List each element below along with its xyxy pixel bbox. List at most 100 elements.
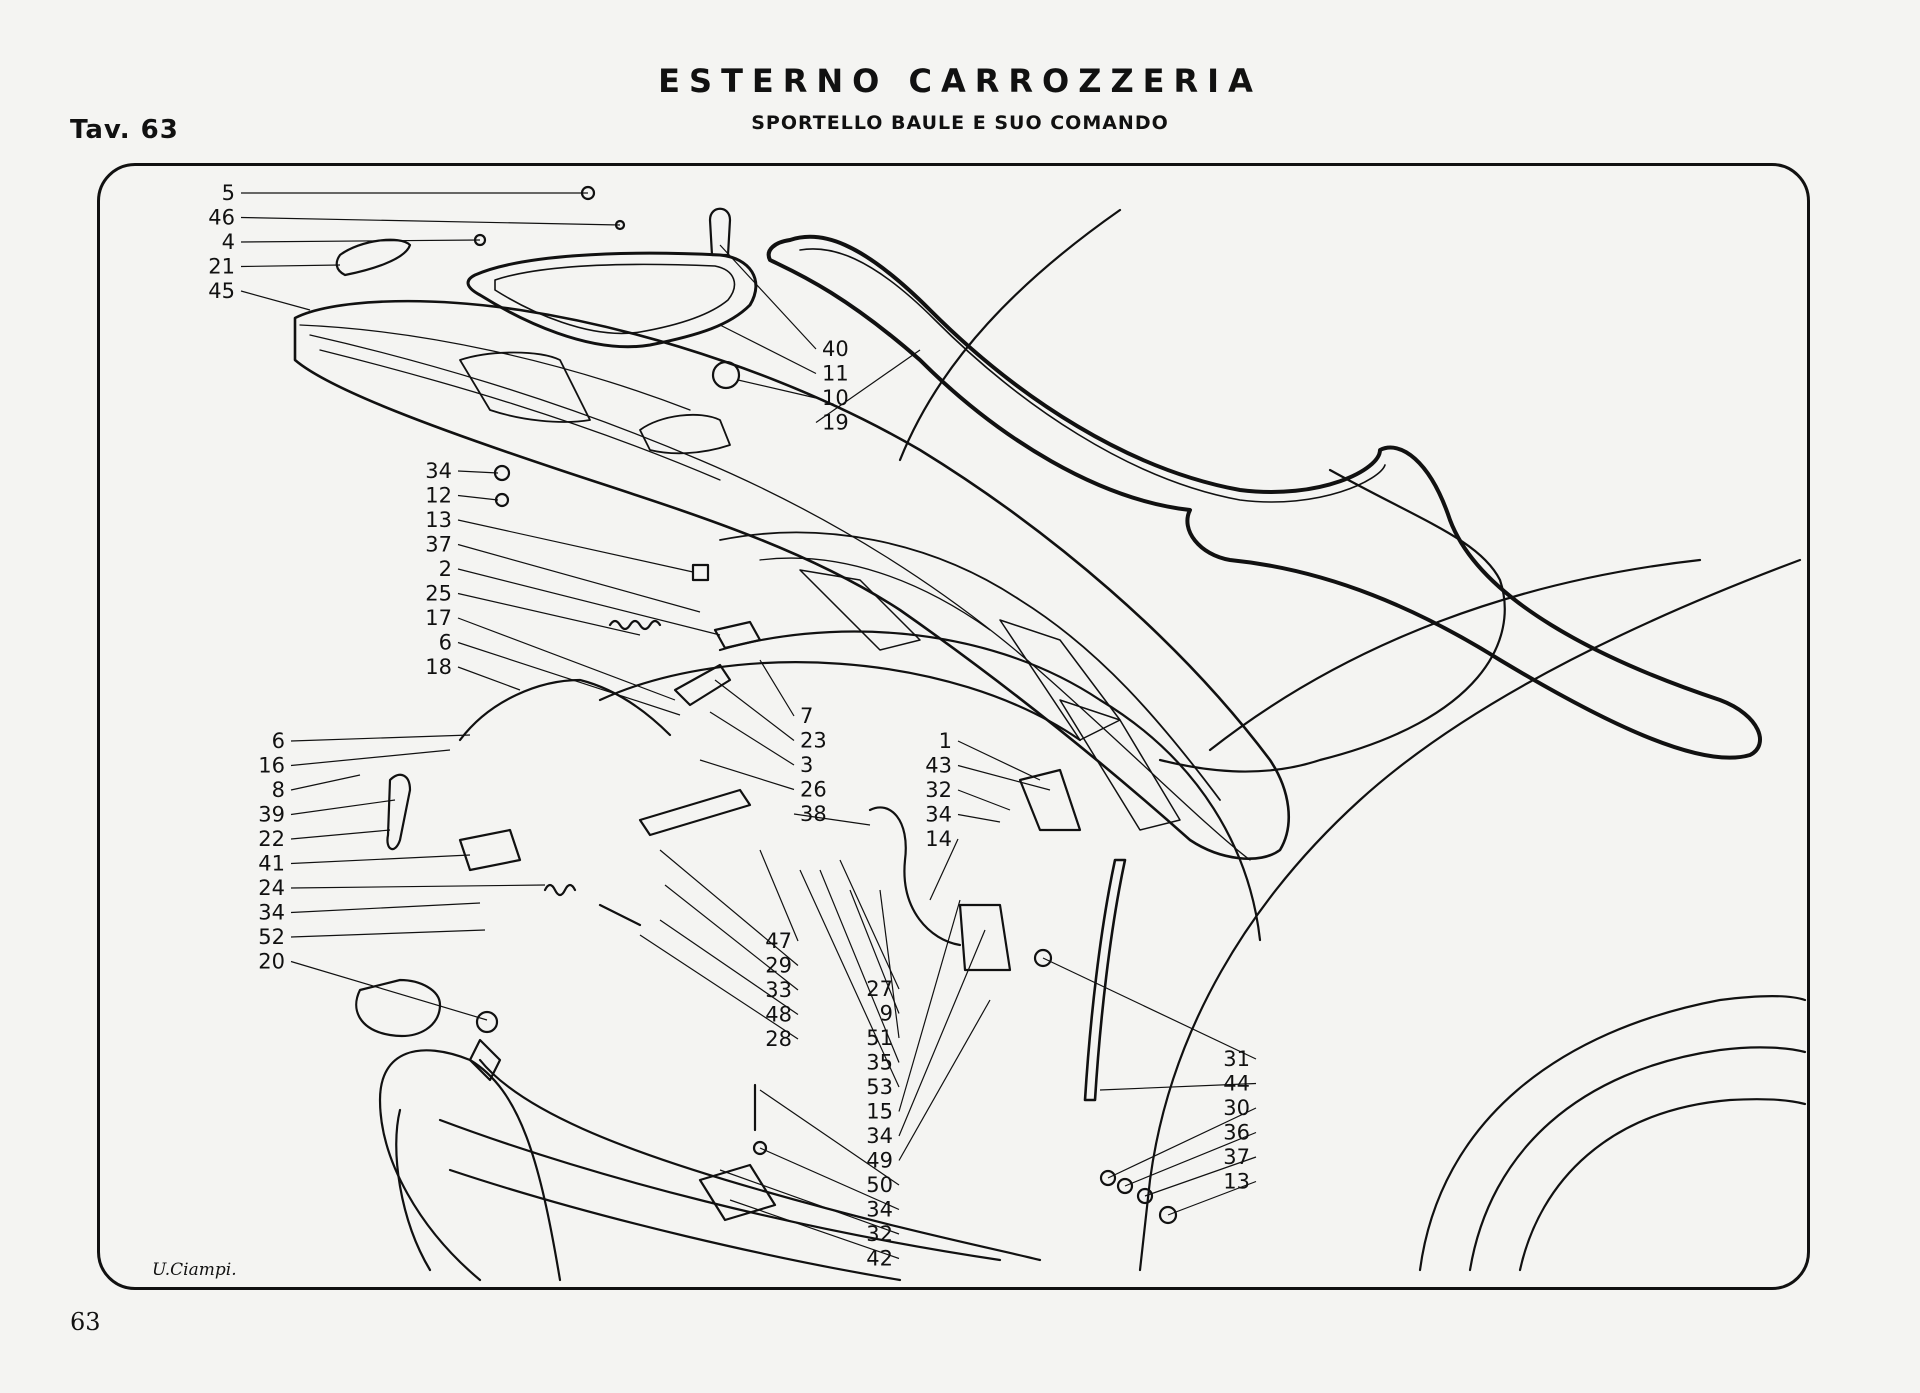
leader-line-23 [714, 679, 795, 741]
leader-line-32 [957, 789, 1011, 811]
callout-label-2: 2 [439, 557, 452, 581]
body-contour-side [1208, 558, 1702, 752]
callout-label-32: 32 [925, 778, 952, 802]
latch-plate-2 [713, 620, 762, 650]
leader-line-13 [457, 519, 694, 573]
leader-line-4 [240, 239, 481, 243]
leader-line-6 [290, 734, 471, 742]
leader-line-10 [737, 379, 817, 399]
prop-rod-44 [1083, 858, 1127, 1102]
callout-label-16: 16 [258, 754, 285, 778]
nut-13 [691, 563, 710, 582]
leader-line-34 [898, 929, 986, 1137]
trunk-lid [293, 299, 1290, 861]
callout-label-37: 37 [1223, 1145, 1250, 1169]
leader-line-24 [290, 884, 546, 889]
callout-label-19: 19 [822, 411, 849, 435]
leader-line-38 [793, 813, 871, 826]
callout-label-49: 49 [866, 1149, 893, 1173]
callout-label-45: 45 [208, 279, 235, 303]
leader-line-28 [639, 934, 799, 1040]
trunk-seal-gasket [766, 234, 1762, 760]
bracket-22 [386, 773, 412, 851]
callout-label-33: 33 [765, 978, 792, 1002]
leader-line-41 [290, 854, 471, 865]
callout-label-50: 50 [866, 1173, 893, 1197]
leader-line-14 [929, 838, 959, 901]
leader-line-21 [240, 264, 341, 268]
callout-label-46: 46 [208, 206, 235, 230]
leader-line-31 [1042, 957, 1257, 1060]
lock-cylinder [708, 207, 732, 257]
leader-line-15 [898, 899, 961, 1112]
leader-line-34 [457, 470, 499, 474]
grommet-10 [711, 360, 741, 390]
leader-line-42 [729, 1199, 900, 1260]
bumper-long [438, 1118, 1002, 1262]
callout-label-30: 30 [1223, 1096, 1250, 1120]
callout-label-43: 43 [925, 754, 952, 778]
leader-line-44 [1099, 1082, 1257, 1091]
body-contour-window [1158, 468, 1506, 773]
callout-label-24: 24 [258, 876, 285, 900]
rod-28 [598, 903, 642, 927]
leader-line-13 [1167, 1180, 1257, 1216]
leader-line-35 [819, 869, 900, 1063]
callout-label-28: 28 [765, 1027, 792, 1051]
leader-line-47 [759, 849, 799, 942]
leader-line-37 [457, 543, 701, 613]
callout-label-17: 17 [425, 606, 452, 630]
callout-label-38: 38 [800, 802, 827, 826]
callout-label-47: 47 [765, 929, 792, 953]
callout-label-51: 51 [866, 1026, 893, 1050]
spring-24 [543, 883, 577, 897]
callout-label-13: 13 [1223, 1170, 1250, 1194]
leader-line-34 [290, 902, 481, 914]
leader-line-37 [1144, 1156, 1257, 1197]
leader-line-33 [664, 884, 799, 991]
leader-line-36 [1124, 1131, 1257, 1187]
callout-label-48: 48 [765, 1003, 792, 1027]
leader-line-6 [457, 641, 681, 716]
callout-label-25: 25 [425, 582, 452, 606]
callout-label-20: 20 [258, 950, 285, 974]
plate-frame [466, 251, 758, 349]
nut-13-low [1158, 1205, 1178, 1225]
callout-label-44: 44 [1223, 1072, 1250, 1096]
callout-label-34: 34 [425, 459, 452, 483]
page-subtitle: SPORTELLO BAULE E SUO COMANDO [751, 112, 1169, 134]
leader-line-16 [290, 749, 451, 767]
leader-line-26 [699, 759, 795, 791]
leader-line-43 [957, 764, 1051, 791]
callout-label-6: 6 [439, 631, 452, 655]
callout-label-34: 34 [866, 1198, 893, 1222]
callout-label-13: 13 [425, 508, 452, 532]
leader-line-30 [1107, 1107, 1257, 1179]
leader-line-52 [290, 929, 486, 938]
washer-30 [1099, 1169, 1117, 1187]
callout-label-26: 26 [800, 778, 827, 802]
callout-label-5: 5 [222, 181, 235, 205]
leader-line-51 [879, 889, 900, 1039]
hinge-arm-14 [868, 806, 962, 947]
lever-17 [673, 663, 732, 707]
leader-line-9 [849, 889, 900, 1014]
callout-label-18: 18 [425, 655, 452, 679]
callout-label-9: 9 [880, 1002, 893, 1026]
callout-label-4: 4 [222, 230, 235, 254]
callout-label-32: 32 [866, 1222, 893, 1246]
callout-label-12: 12 [425, 484, 452, 508]
callout-label-42: 42 [866, 1247, 893, 1271]
callout-label-37: 37 [425, 533, 452, 557]
callout-labels: 5464214540111019341213372251761872332638… [208, 181, 1250, 1271]
callout-label-39: 39 [258, 803, 285, 827]
callout-label-22: 22 [258, 827, 285, 851]
leader-line-22 [290, 829, 391, 840]
leader-line-34 [957, 813, 1001, 823]
callout-label-53: 53 [866, 1075, 893, 1099]
leader-line-40 [719, 244, 817, 350]
nut-31 [1033, 948, 1053, 968]
bumper-long-2 [448, 1168, 902, 1282]
leader-line-11 [719, 324, 817, 375]
rear-panel-edge [478, 1058, 1042, 1262]
